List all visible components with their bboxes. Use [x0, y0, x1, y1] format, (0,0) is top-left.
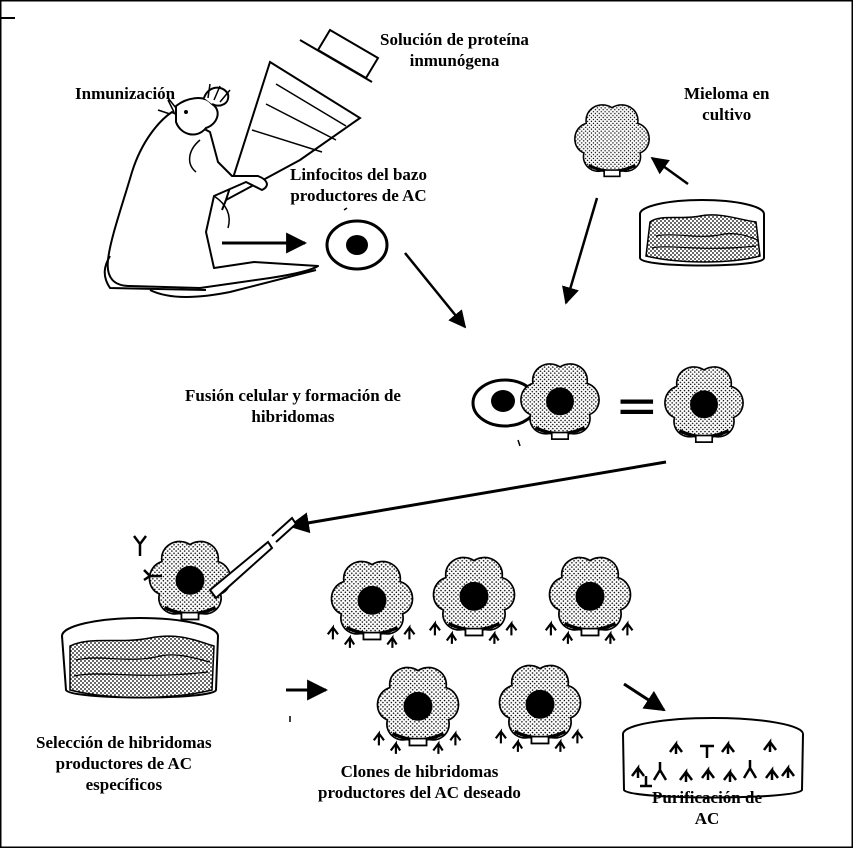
clone-cell-4 [374, 668, 461, 754]
label-purification: Purificación de AC [652, 787, 762, 829]
label-clones: Clones de hibridomas productores del AC … [318, 761, 521, 803]
hybridoma-clones-group [328, 558, 633, 754]
fused-cells-icon [473, 364, 599, 439]
label-purification-line-1: Purificación de [652, 787, 762, 808]
label-selection-line-3: específicos [36, 774, 212, 795]
clone-cell-2 [430, 558, 517, 644]
clone-cell-3 [546, 558, 633, 644]
clone-cell-5 [496, 666, 583, 752]
label-immunization: Inmunización [75, 83, 175, 104]
myeloma-cell-icon [575, 105, 649, 176]
label-clones-line-2: productores del AC deseado [318, 782, 521, 803]
label-purification-line-2: AC [652, 808, 762, 829]
label-selection: Selección de hibridomas productores de A… [36, 732, 212, 795]
label-lymphocytes-line-1: Linfocitos del bazo [290, 164, 427, 185]
arrow-myeloma-to-fusion [566, 198, 597, 303]
label-lymphocytes-line-2: productores de AC [290, 185, 427, 206]
arrow-lymphocyte-to-fusion [405, 253, 465, 327]
label-fusion: Fusión celular y formación de hibridomas [185, 385, 401, 427]
hybridoma-cell-icon [665, 367, 743, 442]
lymphocyte-cell-icon [327, 221, 387, 269]
label-solution-protein: Solución de proteína inmunógena [380, 29, 529, 71]
arrow-hybridoma-to-selection [290, 462, 666, 526]
label-fusion-line-1: Fusión celular y formación de [185, 385, 401, 406]
label-lymphocytes: Linfocitos del bazo productores de AC [290, 164, 427, 206]
label-myeloma-line-1: Mieloma en [684, 83, 769, 104]
arrow-clones-to-purification [624, 684, 664, 710]
micropipette-icon [210, 518, 296, 598]
selected-hybridoma-cell-icon [134, 536, 231, 619]
purification-dish-icon [623, 718, 803, 798]
label-clones-line-1: Clones de hibridomas [318, 761, 521, 782]
label-selection-line-2: productores de AC [36, 753, 212, 774]
label-solution-line-1: Solución de proteína [380, 29, 529, 50]
label-fusion-line-2: hibridomas [185, 406, 401, 427]
arrow-dish-to-myeloma [652, 158, 688, 184]
label-myeloma-line-2: cultivo [684, 104, 769, 125]
myeloma-culture-dish-icon [640, 200, 764, 266]
clone-cell-1 [328, 562, 415, 648]
label-myeloma: Mieloma en cultivo [684, 83, 769, 125]
equals-sign: = [615, 378, 659, 434]
label-solution-line-2: inmunógena [380, 50, 529, 71]
label-selection-line-1: Selección de hibridomas [36, 732, 212, 753]
selection-culture-dish-icon [62, 618, 218, 698]
